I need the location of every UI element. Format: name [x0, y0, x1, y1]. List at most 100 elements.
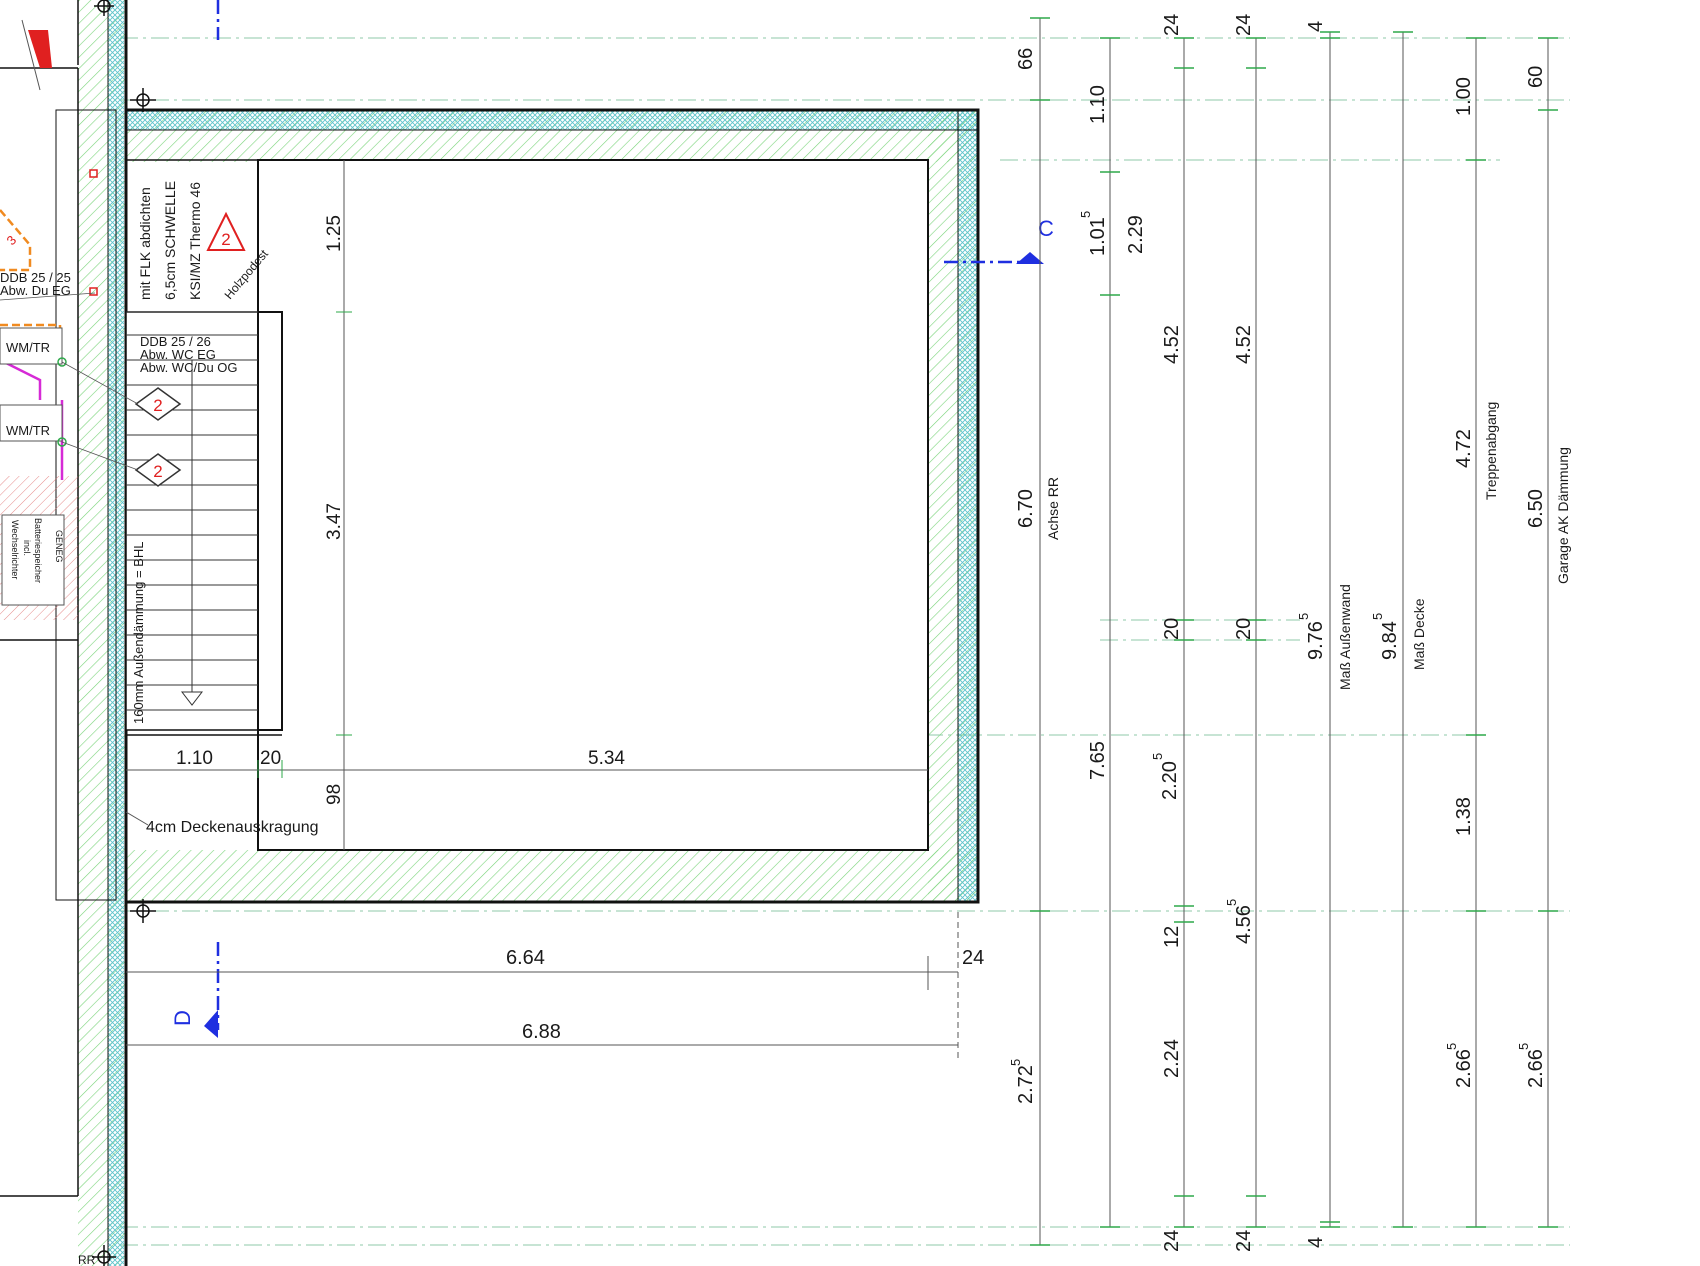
svg-text:WM/TR: WM/TR	[6, 340, 50, 355]
svg-text:2: 2	[153, 462, 162, 481]
left-building-walls	[0, 0, 128, 1266]
svg-text:5: 5	[1444, 1043, 1459, 1050]
svg-text:1.00: 1.00	[1453, 77, 1475, 116]
svg-text:4.56: 4.56	[1233, 905, 1255, 944]
svg-text:Abw. Du EG: Abw. Du EG	[0, 283, 71, 298]
svg-text:1.10: 1.10	[1087, 85, 1109, 124]
garage-walls	[124, 108, 980, 904]
svg-text:2: 2	[153, 396, 162, 415]
svg-text:5: 5	[1078, 211, 1093, 218]
svg-text:1.38: 1.38	[1453, 797, 1475, 836]
dimension-chain-5: 4 9.76 5 Maß Außenwand 4	[1296, 21, 1353, 1248]
svg-text:WM/TR: WM/TR	[6, 423, 50, 438]
bottom-dimensions	[126, 912, 959, 1060]
interior-dimensions	[125, 160, 928, 850]
svg-text:Batteriespeicher: Batteriespeicher	[33, 518, 43, 583]
svg-text:3.47: 3.47	[324, 503, 345, 540]
svg-text:3: 3	[4, 232, 20, 248]
svg-text:6.88: 6.88	[522, 1021, 561, 1043]
svg-text:7.65: 7.65	[1087, 741, 1109, 780]
note-schwelle: 6,5cm SCHWELLE	[162, 181, 178, 300]
svg-text:Garage AK Dämmung: Garage AK Dämmung	[1555, 447, 1571, 584]
dimension-chain-8: 60 6.50 Garage AK Dämmung 2.66 5	[1516, 66, 1571, 1088]
svg-text:1.25: 1.25	[324, 215, 345, 252]
svg-text:5: 5	[1150, 753, 1165, 760]
svg-text:Wechselrichter: Wechselrichter	[10, 520, 20, 579]
interior-dimension-texts: 1.25 3.47 98 1.10 20 5.34 4cm Deckenausk…	[146, 215, 625, 836]
svg-text:Maß Außenwand: Maß Außenwand	[1337, 584, 1353, 690]
svg-text:24: 24	[962, 947, 984, 969]
note-thermo: KSI/MZ Thermo 46	[187, 182, 203, 300]
dimension-chain-lines	[1039, 18, 1549, 1245]
svg-text:24: 24	[1161, 1230, 1183, 1252]
bottom-dimension-texts: 6.64 24 6.88	[506, 947, 984, 1043]
svg-text:2.24: 2.24	[1161, 1039, 1183, 1078]
svg-text:5: 5	[1516, 1043, 1531, 1050]
svg-text:DDB 25 / 25: DDB 25 / 25	[0, 270, 71, 285]
marker-diamond-1: 2	[134, 387, 182, 421]
svg-text:20: 20	[1233, 618, 1255, 640]
marker-triangle: 2	[206, 211, 246, 251]
svg-text:2: 2	[221, 230, 230, 249]
svg-text:20: 20	[260, 748, 281, 769]
section-marker-c: C	[944, 216, 1054, 264]
svg-text:9.76: 9.76	[1305, 621, 1327, 660]
note-ddb-3: Abw. WC/Du OG	[140, 360, 238, 375]
svg-text:12: 12	[1161, 926, 1183, 948]
svg-text:6.70: 6.70	[1015, 489, 1037, 528]
svg-text:2.20: 2.20	[1159, 761, 1181, 800]
svg-text:incl.: incl.	[22, 540, 32, 556]
dimension-chain-4: 24 4.52 20 4.56 5 24	[1224, 14, 1255, 1252]
svg-text:2.29: 2.29	[1125, 215, 1147, 254]
note-insulation: 160mm Außendämmung = BHL	[131, 542, 146, 724]
grid-lines	[120, 37, 1570, 1246]
svg-text:4.52: 4.52	[1161, 325, 1183, 364]
svg-text:2.66: 2.66	[1453, 1049, 1475, 1088]
svg-text:5: 5	[1296, 613, 1311, 620]
dimension-ticks	[1030, 17, 1558, 1246]
dimension-chain-1: 66 6.70 Achse RR 2.72 5	[1008, 48, 1061, 1104]
svg-text:6.50: 6.50	[1525, 489, 1547, 528]
svg-text:5: 5	[1370, 613, 1385, 620]
section-marker-d: D	[170, 942, 220, 1038]
svg-text:5: 5	[1224, 899, 1239, 906]
marker-diamond-2: 2	[134, 453, 182, 487]
svg-text:1.01: 1.01	[1087, 217, 1109, 256]
svg-text:66: 66	[1015, 48, 1037, 70]
svg-text:24: 24	[1233, 14, 1255, 36]
axis-crosshairs	[92, 0, 156, 1266]
svg-text:9.84: 9.84	[1379, 621, 1401, 660]
svg-text:Achse RR: Achse RR	[1045, 477, 1061, 540]
svg-text:4cm Deckenauskragung: 4cm Deckenauskragung	[146, 819, 319, 836]
svg-text:60: 60	[1525, 66, 1547, 88]
svg-text:C: C	[1038, 216, 1054, 241]
dimension-chain-2: 1.10 1.01 5 2.29 7.65 2.20 5	[1078, 85, 1181, 800]
dimension-chain-3: 24 4.52 20 12 2.24 24	[1161, 14, 1183, 1252]
svg-text:20: 20	[1161, 618, 1183, 640]
svg-text:GENEG: GENEG	[54, 530, 64, 563]
svg-text:5: 5	[1008, 1059, 1023, 1066]
svg-text:D: D	[170, 1010, 195, 1026]
svg-text:2.72: 2.72	[1015, 1065, 1037, 1104]
dimension-chain-7: 1.00 4.72 Treppenabgang 1.38 2.66 5	[1444, 77, 1499, 1088]
note-ddb-2: Abw. WC EG	[140, 347, 216, 362]
svg-text:5.34: 5.34	[588, 748, 625, 769]
svg-text:Maß Decke: Maß Decke	[1411, 598, 1427, 670]
note-ddb-1: DDB 25 / 26	[140, 334, 211, 349]
svg-text:Treppenabgang: Treppenabgang	[1483, 402, 1499, 500]
svg-text:4.72: 4.72	[1453, 429, 1475, 468]
stair-flight	[125, 160, 283, 736]
svg-text:RR: RR	[78, 1253, 96, 1266]
svg-text:2.66: 2.66	[1525, 1049, 1547, 1088]
svg-text:4: 4	[1305, 1237, 1327, 1248]
svg-text:98: 98	[324, 784, 345, 805]
svg-text:6.64: 6.64	[506, 947, 545, 969]
svg-text:1.10: 1.10	[176, 748, 213, 769]
svg-text:24: 24	[1161, 14, 1183, 36]
dimension-chain-6: 9.84 5 Maß Decke	[1370, 598, 1427, 670]
note-flk: mit FLK abdichten	[137, 187, 153, 300]
svg-text:24: 24	[1233, 1230, 1255, 1252]
svg-text:4.52: 4.52	[1233, 325, 1255, 364]
svg-text:4: 4	[1305, 21, 1327, 32]
